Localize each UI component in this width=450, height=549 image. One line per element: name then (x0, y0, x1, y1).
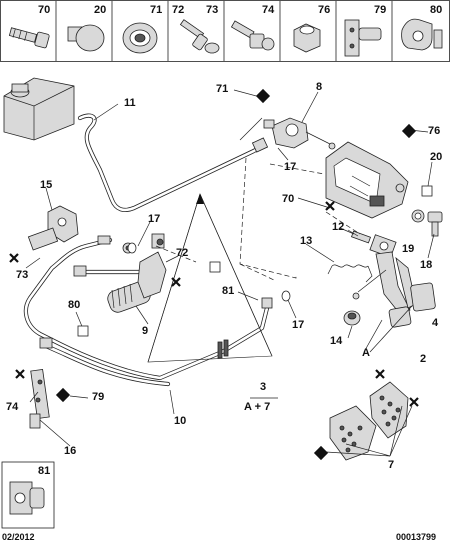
seal-ring-left (127, 242, 137, 254)
open-square-markers (77, 185, 433, 337)
pivot-pin (347, 229, 371, 244)
header-parts-strip: 70 20 71 72 73 74 76 79 80 (0, 0, 450, 62)
washer-19 (411, 209, 425, 223)
cross-72 (171, 277, 181, 287)
cross-73 (9, 253, 19, 263)
inset-box-81 (1, 461, 55, 529)
callout-76: 76 (428, 125, 440, 137)
callout-8: 8 (316, 81, 322, 93)
marker-80 (77, 325, 89, 337)
seal-ring-right (281, 290, 291, 302)
callout-71: 71 (216, 83, 228, 95)
cross-7-right (409, 397, 419, 407)
callout-80: 80 (68, 299, 80, 311)
callout-15: 15 (40, 179, 52, 191)
callout-7: 7 (388, 459, 394, 471)
callout-A: A (362, 347, 370, 359)
stud-bolt-icon (179, 19, 220, 54)
inset-ref-81: 81 (38, 465, 50, 477)
callout-18: 18 (420, 259, 432, 271)
marker-79 (55, 387, 71, 403)
marker-81 (209, 261, 221, 273)
bolt-icon (8, 27, 50, 49)
header-ref-74: 74 (262, 4, 275, 16)
cross-markers (9, 201, 419, 407)
footer-reference: 00013799 (396, 532, 436, 542)
leader-lines (25, 89, 435, 457)
header-ref-72: 72 (172, 4, 184, 16)
pedal-pads-group (329, 381, 409, 461)
grommet-icon (122, 22, 158, 54)
pedal-box-housing (325, 141, 409, 219)
return-spring (327, 264, 373, 283)
hose-clamp-icon (401, 18, 443, 51)
header-ref-70: 70 (38, 4, 50, 16)
clutch-pipework (23, 113, 271, 387)
callout-10: 10 (174, 415, 186, 427)
cross-7-top (375, 369, 385, 379)
master-cylinder (263, 117, 336, 150)
callout-17-top: 17 (284, 161, 296, 173)
footer-date: 02/2012 (2, 532, 35, 542)
marker-71 (255, 88, 271, 104)
callout-17-right: 17 (292, 319, 304, 331)
marker-7-left (313, 445, 329, 461)
callout-A-plus-7: A + 7 (244, 401, 270, 413)
rubber-cap-icon (67, 24, 105, 52)
callout-17-left: 17 (148, 213, 160, 225)
lower-pipe-bracket (29, 368, 50, 429)
callout-74: 74 (6, 401, 19, 413)
callout-14: 14 (330, 335, 343, 347)
callout-11: 11 (124, 97, 136, 109)
cross-74 (15, 369, 25, 379)
callout-3: 3 (260, 381, 266, 393)
filled-square-markers (55, 88, 417, 461)
fluid-reservoir (3, 77, 75, 141)
header-ref-79: 79 (374, 4, 386, 16)
callout-2: 2 (420, 353, 426, 365)
marker-76 (401, 123, 417, 139)
pedal-assembly (352, 234, 436, 328)
callout-9: 9 (142, 325, 148, 337)
header-ref-73: 73 (206, 4, 218, 16)
header-ref-71: 71 (150, 4, 162, 16)
callout-73: 73 (16, 269, 28, 281)
marker-20 (421, 185, 433, 197)
callout-72: 72 (176, 247, 188, 259)
pipe-fittings (39, 137, 273, 359)
callout-16: 16 (64, 445, 76, 457)
mounting-bracket-icon (344, 19, 382, 57)
callout-19: 19 (402, 243, 414, 255)
callout-labels: 8 11 71 76 17 20 70 15 12 19 73 17 72 13… (6, 81, 442, 477)
callout-12: 12 (332, 221, 344, 233)
split-triangle (147, 193, 273, 363)
pipe-clamp-bracket (27, 205, 79, 251)
callout-4: 4 (432, 317, 439, 329)
flange-bolt-icon (230, 20, 275, 51)
header-ref-80: 80 (430, 4, 442, 16)
screw-18 (427, 211, 443, 237)
cross-70 (325, 201, 335, 211)
callout-70: 70 (282, 193, 294, 205)
header-ref-76: 76 (318, 4, 330, 16)
callout-81: 81 (222, 285, 234, 297)
callout-13: 13 (300, 235, 312, 247)
callout-20: 20 (430, 151, 442, 163)
hex-nut-icon (293, 23, 321, 53)
pedal-stop (343, 310, 361, 326)
header-ref-20: 20 (94, 4, 106, 16)
callout-79: 79 (92, 391, 104, 403)
